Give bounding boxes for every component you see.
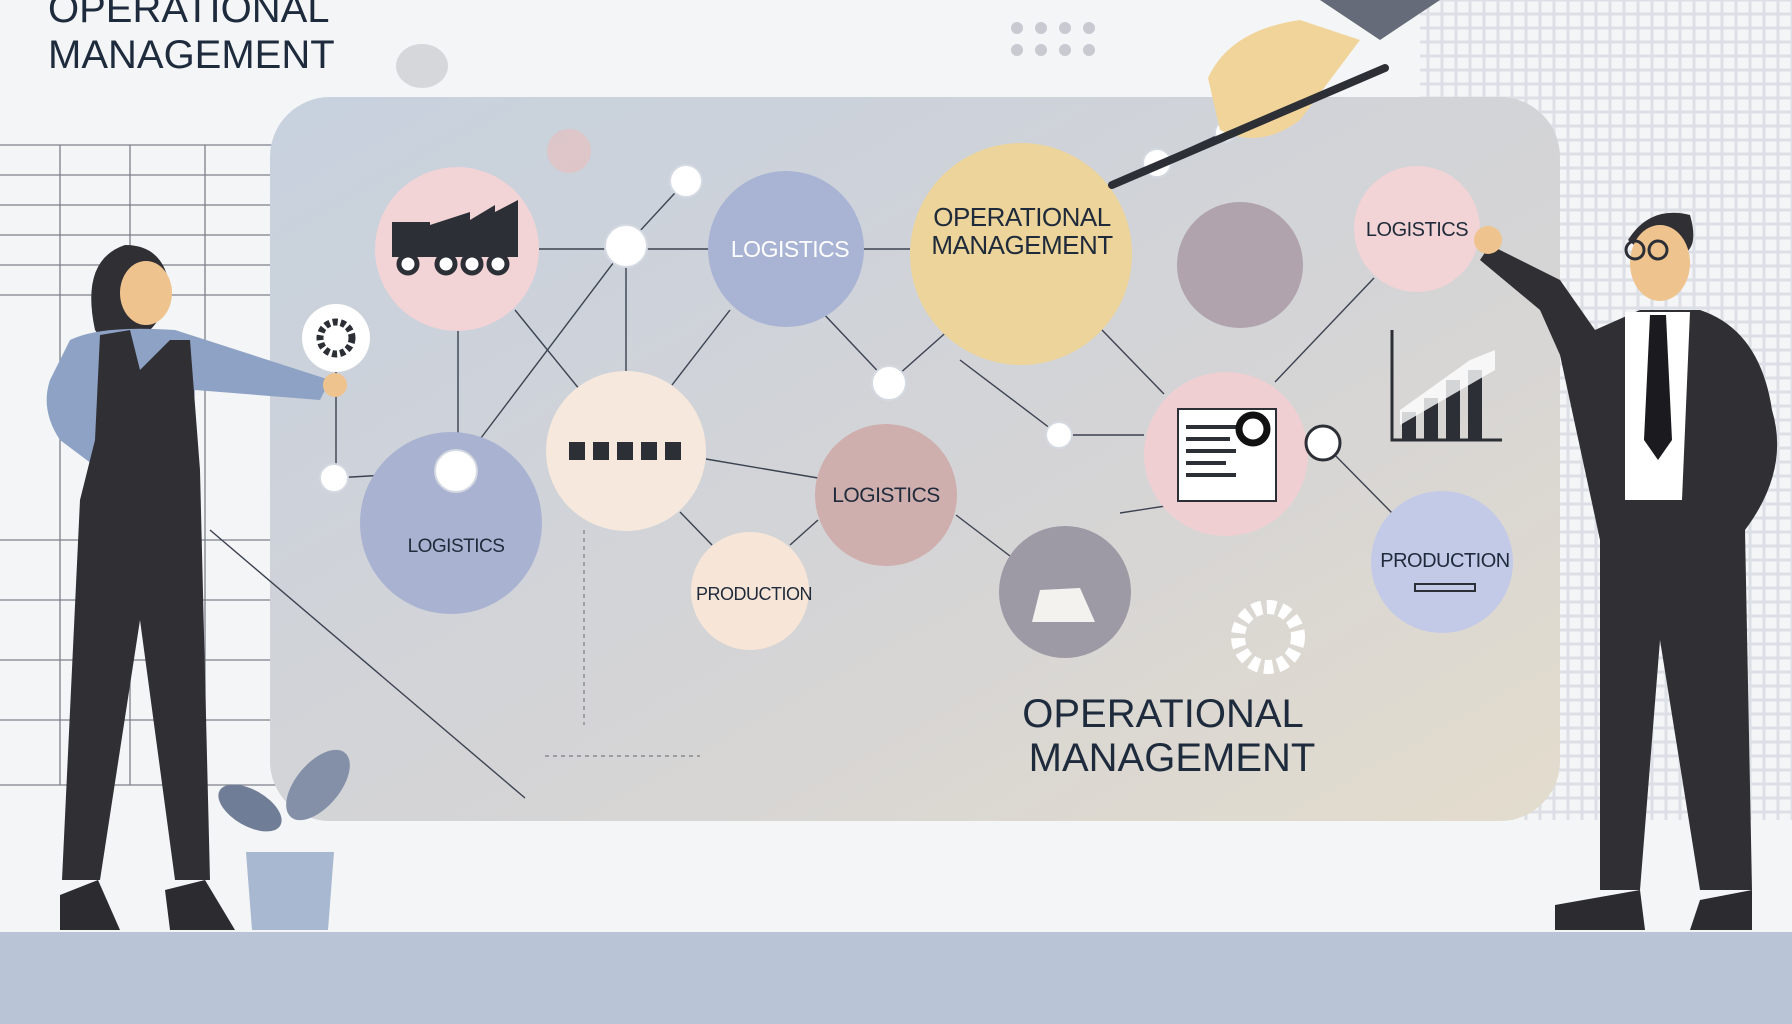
title-line-1: OPERATIONAL xyxy=(48,0,330,31)
floor xyxy=(0,932,1792,1024)
truck-icon xyxy=(392,200,518,276)
document-icon xyxy=(1177,408,1277,502)
woman-figure xyxy=(46,245,347,930)
node-process-steps[interactable] xyxy=(546,371,706,531)
node-label: LOGISTICS xyxy=(1366,219,1468,241)
node-resource[interactable] xyxy=(999,526,1131,658)
boxes-icon xyxy=(569,442,681,460)
node-truck[interactable] xyxy=(375,167,539,331)
node-label: PRODUCTION xyxy=(696,584,812,604)
board-caption-line-1: OPERATIONAL xyxy=(1022,692,1304,736)
title-line-2: MANAGEMENT xyxy=(48,33,335,77)
node-blank[interactable] xyxy=(1177,202,1303,328)
node-production-bottom[interactable]: PRODUCTION xyxy=(691,532,813,650)
connector-dots xyxy=(319,121,1342,493)
node-logistics-left[interactable]: LOGISTICS xyxy=(360,432,542,614)
node-label: LOGISTICS xyxy=(731,236,849,262)
gear-icon xyxy=(1231,600,1305,674)
bar-icon xyxy=(1414,583,1476,592)
plant xyxy=(218,749,350,930)
man-figure xyxy=(1474,212,1778,930)
board-caption-line-2: MANAGEMENT xyxy=(1029,736,1316,780)
hand-with-pointer xyxy=(1108,0,1440,189)
node-logistics-top[interactable]: LOGISTICS xyxy=(708,171,864,327)
node-report[interactable] xyxy=(1144,372,1308,536)
node-production-right[interactable]: PRODUCTION xyxy=(1371,491,1513,633)
node-logistics-right[interactable]: LOGISTICS xyxy=(1354,166,1480,292)
gear-icon xyxy=(316,318,356,358)
node-label-line-1: OPERATIONAL xyxy=(933,202,1111,232)
node-operational-management[interactable]: OPERATIONAL MANAGEMENT xyxy=(910,143,1132,365)
necktie xyxy=(1644,315,1672,460)
node-logistics-middle[interactable]: LOGISTICS xyxy=(815,424,957,566)
node-label: LOGISTICS xyxy=(408,536,505,557)
decor-dots xyxy=(396,22,1095,88)
tool-icon xyxy=(1032,588,1095,622)
node-label: LOGISTICS xyxy=(832,484,940,507)
bar-chart-icon xyxy=(1390,330,1502,442)
node-label-line-2: MANAGEMENT xyxy=(931,230,1113,260)
gear-node[interactable] xyxy=(302,304,370,372)
node-label: PRODUCTION xyxy=(1380,550,1509,572)
